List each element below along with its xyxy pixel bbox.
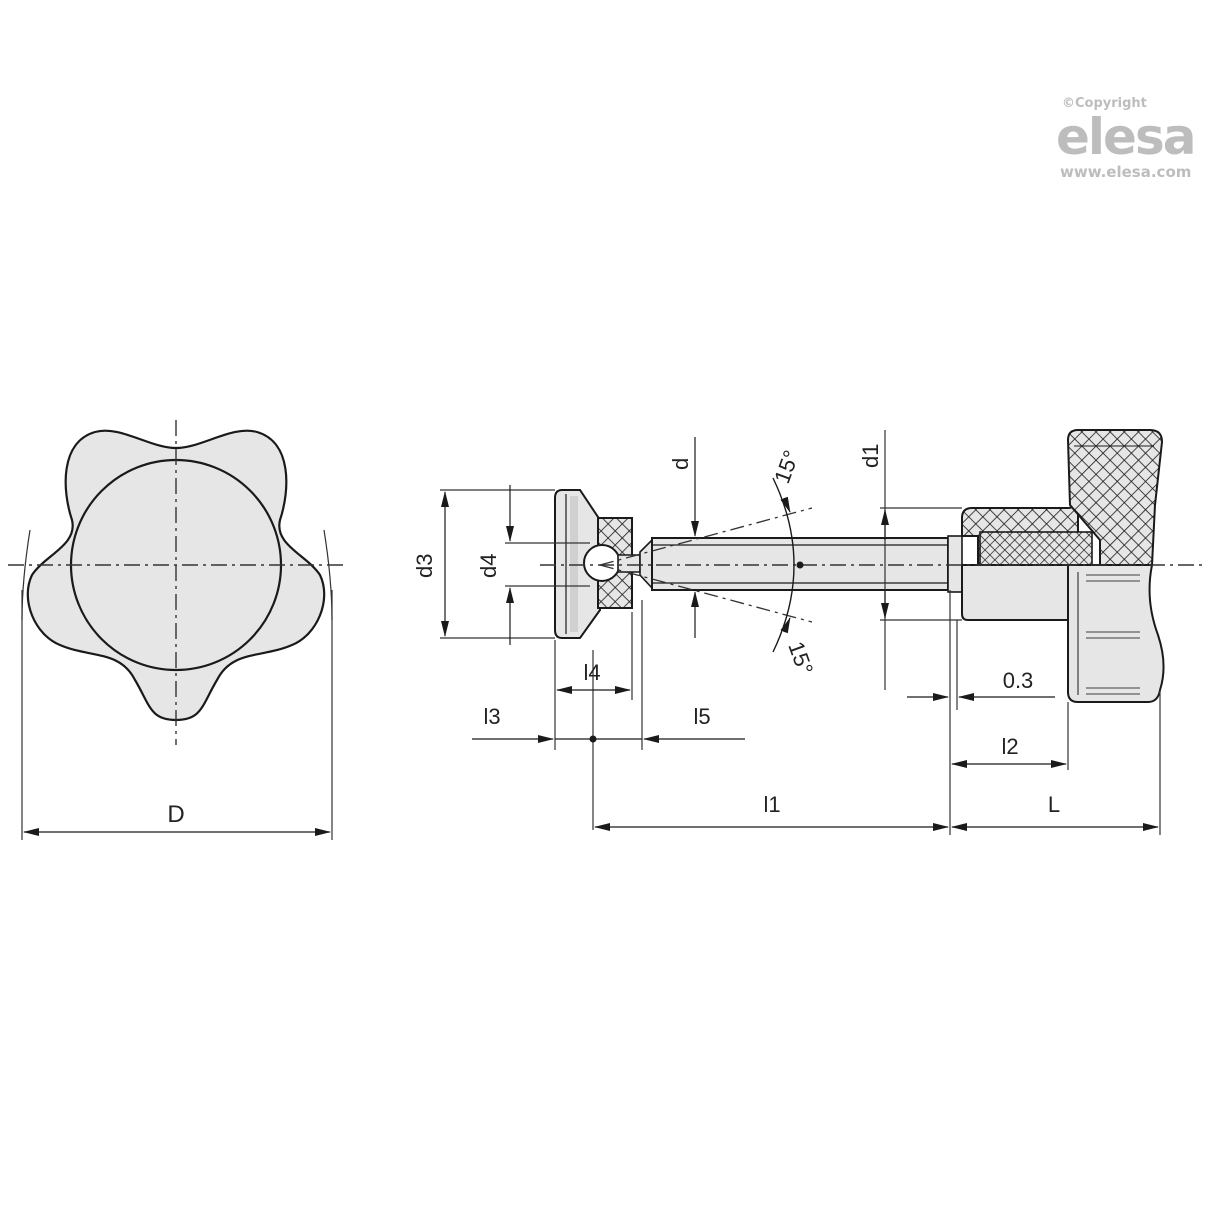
dimension-d1-label: d1 xyxy=(858,444,883,468)
angle-bottom-label: 15° xyxy=(783,638,818,678)
threaded-insert-section xyxy=(979,531,1093,566)
dimension-d4-label: d4 xyxy=(476,554,501,578)
dimension-L-label: L xyxy=(1048,792,1060,817)
dimension-D-label: D xyxy=(167,801,184,828)
website-url: www.elesa.com xyxy=(1060,163,1192,181)
brand-name: elesa xyxy=(1056,108,1196,166)
side-view: 15° 15° d3 d4 d d1 xyxy=(412,429,1205,835)
angle-top-label: 15° xyxy=(769,447,804,487)
knob-grip-section xyxy=(1066,429,1164,566)
gap-0.3-label: 0.3 xyxy=(1003,668,1034,693)
dimension-d3-label: d3 xyxy=(412,554,437,578)
dimension-l2-label: l2 xyxy=(1001,734,1018,759)
dimension-d-label: d xyxy=(668,458,693,470)
dimension-l4-label: l4 xyxy=(583,660,600,685)
copyright-text: ©Copyright xyxy=(1062,96,1147,111)
knob-hub-exterior xyxy=(961,564,1069,621)
ball-joint xyxy=(583,544,621,582)
front-view: D xyxy=(8,420,346,840)
elesa-logo: ©Copyright elesa www.elesa.com xyxy=(1052,96,1212,181)
dimension-l3-label: l3 xyxy=(483,704,500,729)
dimension-l5-label: l5 xyxy=(693,704,710,729)
dimension-l1-label: l1 xyxy=(763,792,780,817)
knob-grip-exterior xyxy=(1067,564,1165,703)
